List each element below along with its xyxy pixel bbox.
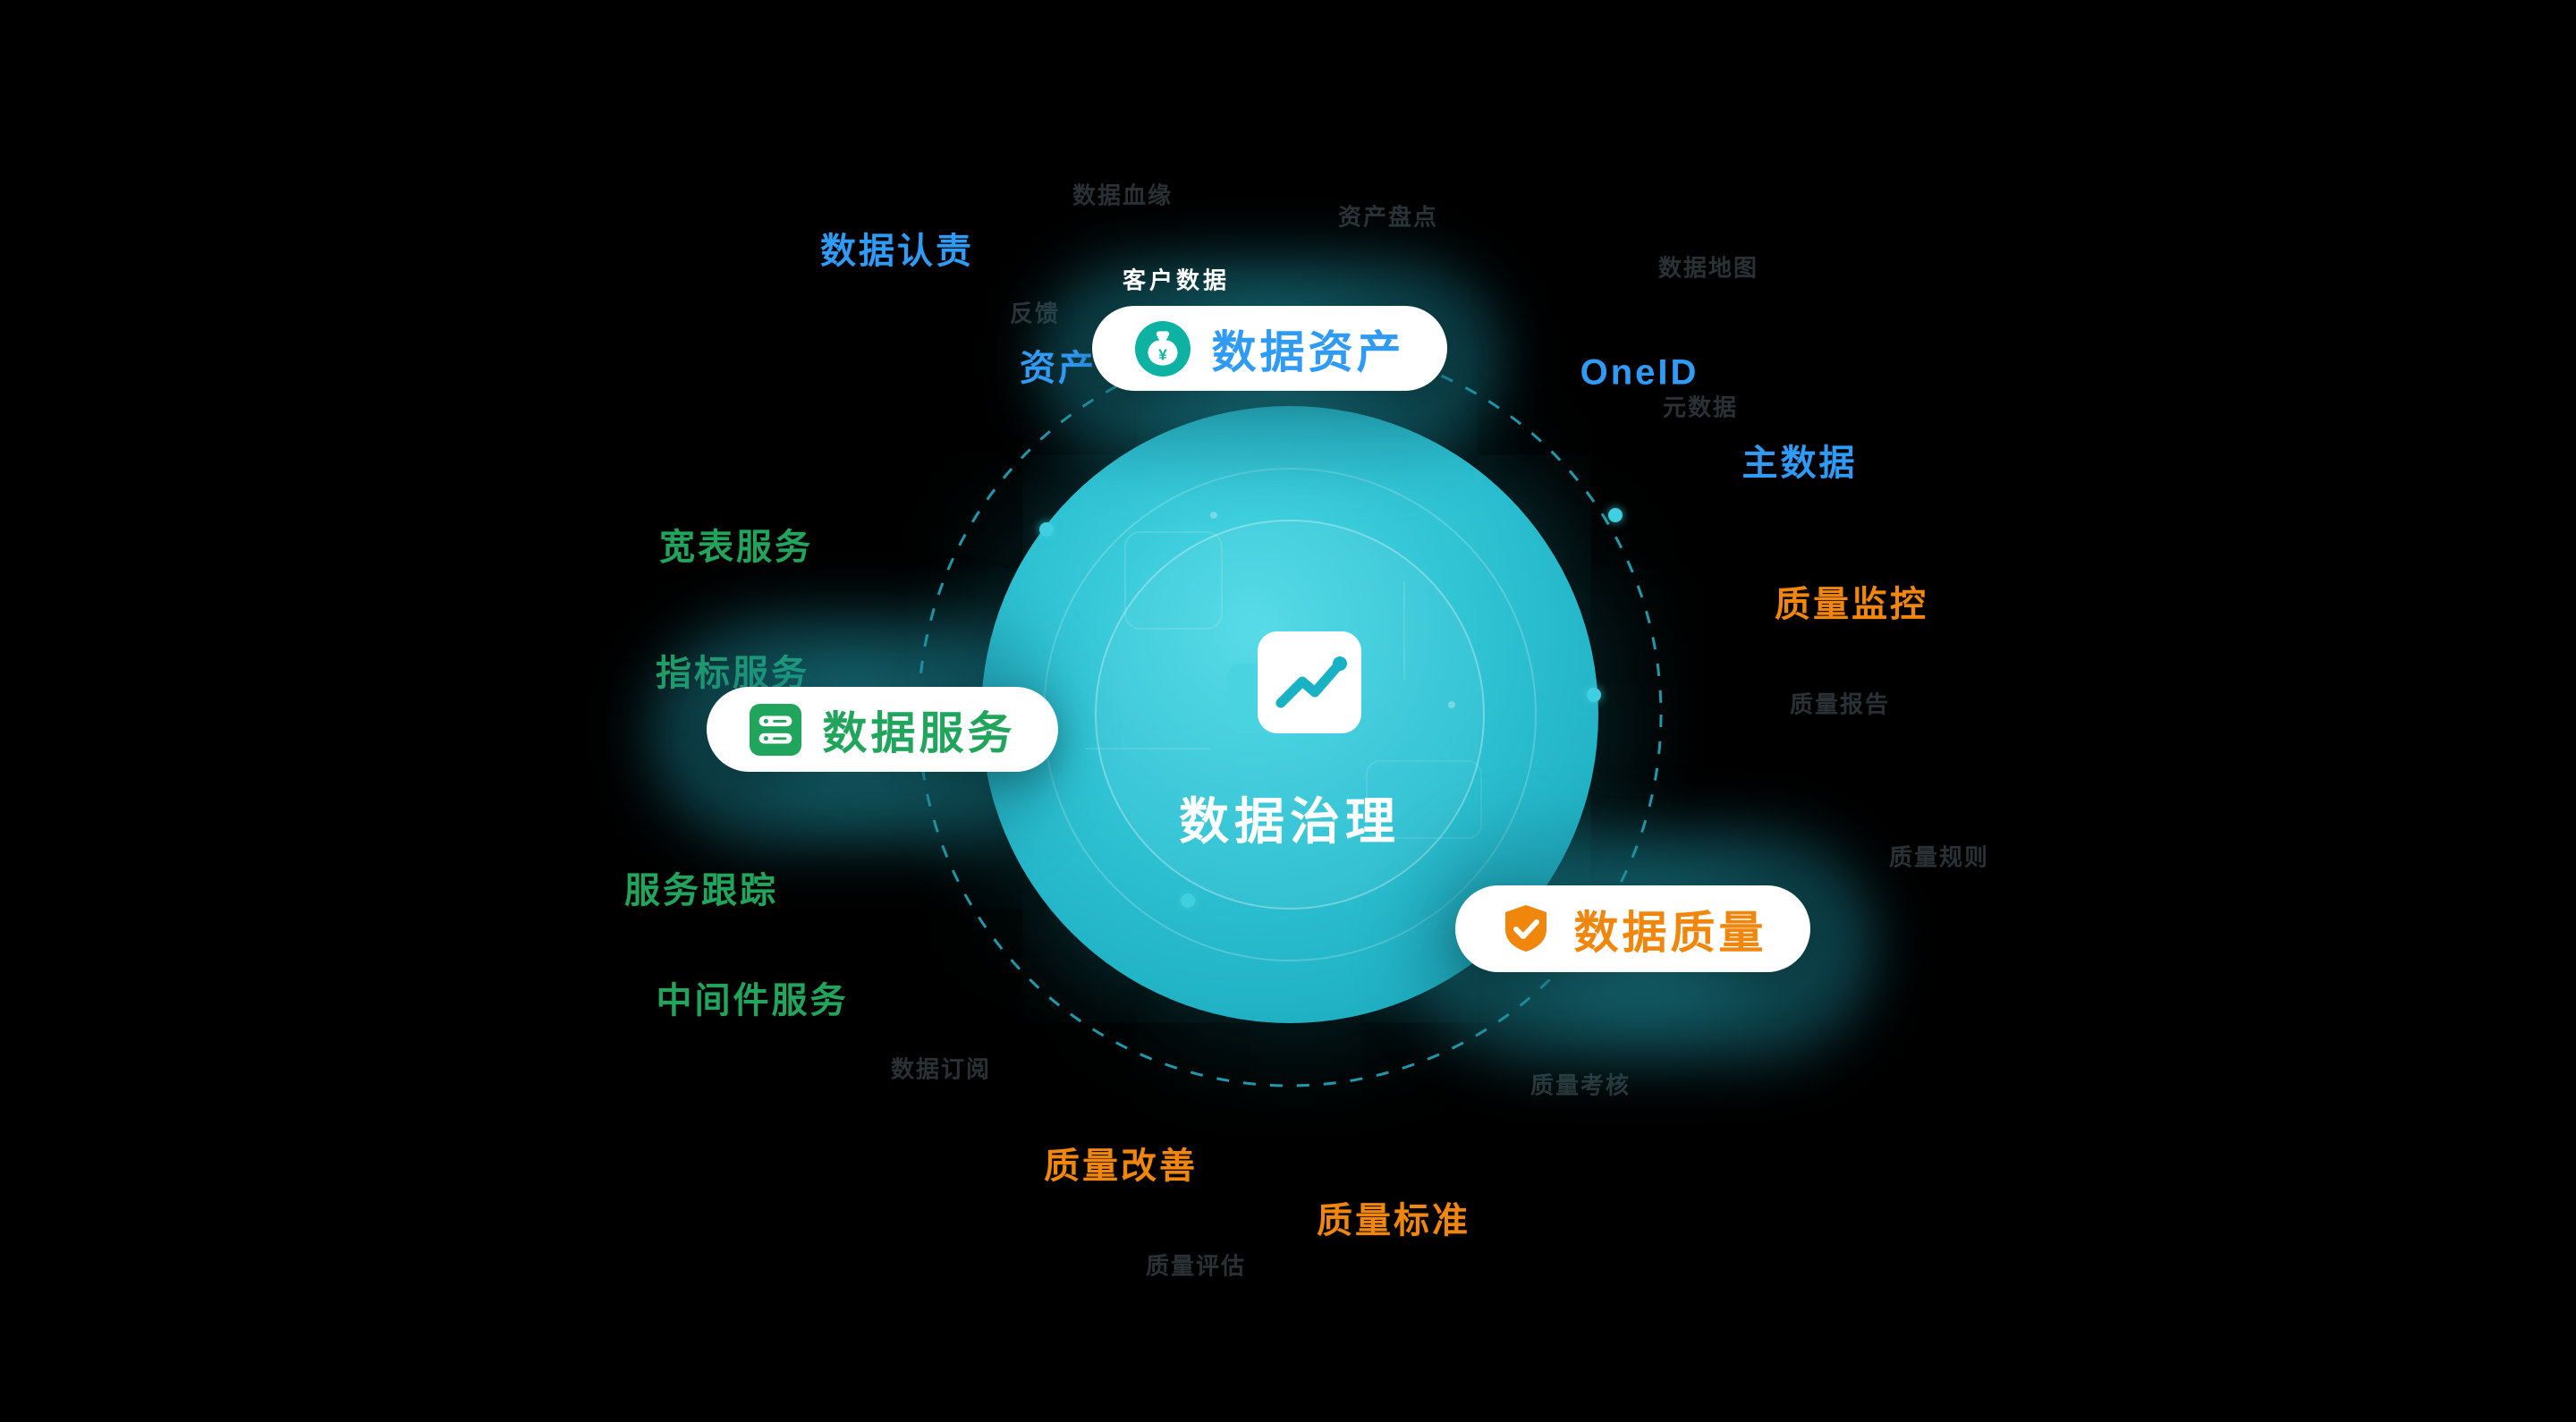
report-chart-icon <box>1227 631 1361 733</box>
orbit-dot <box>1587 688 1601 702</box>
label-quality-report-dim: 质量报告 <box>1789 690 1891 718</box>
node-data-services[interactable]: 数据服务 <box>707 687 1058 772</box>
orbit-dot <box>1608 508 1623 522</box>
orbit-dot <box>1039 522 1054 537</box>
center-title: 数据治理 <box>1179 793 1401 850</box>
label-quality-rule-dim: 质量规则 <box>1888 843 1990 871</box>
database-server-icon <box>749 703 801 756</box>
circuit-decoration <box>1210 512 1217 519</box>
circuit-decoration <box>1085 748 1210 749</box>
circuit-decoration <box>1124 531 1223 630</box>
money-bag-icon: ¥ <box>1134 320 1191 377</box>
shield-check-icon <box>1499 902 1553 956</box>
label-data-accountability: 数据认责 <box>820 232 974 271</box>
label-wide-table-service: 宽表服务 <box>659 528 813 567</box>
label-customer-data: 客户数据 <box>1122 267 1231 294</box>
orbit-dot <box>1181 893 1195 908</box>
node-label: 数据服务 <box>822 707 1016 758</box>
label-quality-standard: 质量标准 <box>1317 1201 1470 1240</box>
label-oneid: OneID <box>1580 352 1699 393</box>
node-label: 数据质量 <box>1573 907 1767 958</box>
circuit-decoration <box>1403 581 1405 680</box>
svg-text:¥: ¥ <box>1158 345 1167 363</box>
node-label: 数据资产 <box>1211 326 1405 377</box>
label-service-tracking: 服务跟踪 <box>624 871 778 910</box>
label-master-data: 主数据 <box>1741 444 1858 483</box>
label-quality-improvement: 质量改善 <box>1044 1147 1198 1186</box>
label-quality-monitoring: 质量监控 <box>1775 585 1928 624</box>
label-quality-evaluation-dim: 质量评估 <box>1145 1252 1247 1280</box>
label-data-lineage-dim: 数据血缘 <box>1072 182 1174 209</box>
label-quality-assessment-dim: 质量考核 <box>1530 1071 1631 1099</box>
node-data-assets[interactable]: ¥ 数据资产 <box>1092 306 1447 391</box>
label-metadata-dim: 元数据 <box>1662 394 1739 421</box>
label-data-subscription-dim: 数据订阅 <box>890 1055 992 1083</box>
circuit-decoration <box>1448 701 1455 708</box>
label-middleware-service: 中间件服务 <box>656 981 849 1020</box>
node-data-quality[interactable]: 数据质量 <box>1455 885 1810 972</box>
label-data-map-dim: 数据地图 <box>1657 254 1759 282</box>
circuit-decoration <box>1366 760 1482 839</box>
label-asset-inventory-dim: 资产盘点 <box>1337 203 1439 231</box>
label-asset-partial: 资产 <box>1020 349 1097 388</box>
